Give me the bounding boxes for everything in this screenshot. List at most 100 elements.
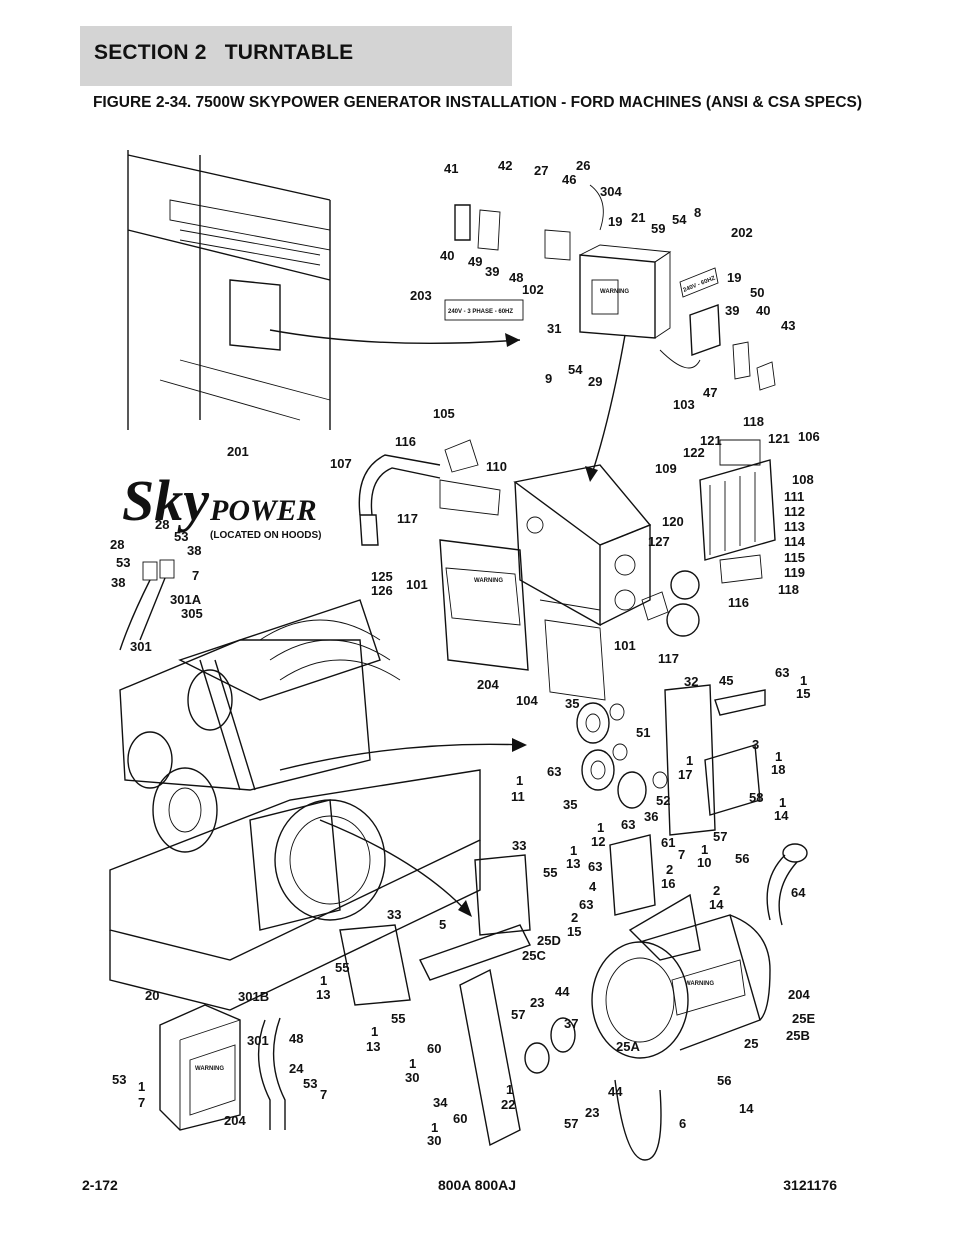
section-banner: SECTION 2 TURNTABLE [80,26,512,86]
callout: 201 [227,444,249,459]
callout: 204 [788,987,810,1002]
callout: 7 [138,1095,145,1110]
callout: 8 [694,205,701,220]
callout: 2 [666,862,673,877]
callout: 13 [316,987,330,1002]
callout: 60 [427,1041,441,1056]
callout: 44 [608,1084,623,1099]
callout: 3 [752,737,759,752]
callout: 301A [170,592,202,607]
callout: 1 [138,1079,145,1094]
callout: 110 [486,459,507,474]
callout: 17 [678,767,692,782]
callout: 19 [608,214,622,229]
callout: 1 [597,820,604,835]
callout: 13 [566,856,580,871]
callout: 35 [565,696,579,711]
callout: 50 [750,285,764,300]
callout: 39 [725,303,739,318]
callout: 113 [784,519,805,534]
callout: 103 [673,397,695,412]
callout: 41 [444,161,458,176]
callout: 48 [289,1031,303,1046]
callout: 53 [303,1076,317,1091]
callout: 55 [391,1011,405,1026]
figure-title: FIGURE 2-34. 7500W SKYPOWER GENERATOR IN… [92,94,863,111]
callout: 48 [509,270,523,285]
callout: 1 [701,842,708,857]
callout: 30 [427,1133,441,1148]
callout: 117 [658,651,679,666]
callout: 23 [530,995,544,1010]
callout: 46 [562,172,576,187]
callout: 63 [588,859,602,874]
callout: 108 [792,472,814,487]
callout: 45 [719,673,733,688]
callout: 60 [453,1111,467,1126]
callout: 104 [516,693,538,708]
callout: 119 [784,565,805,580]
decal-hz-text: 240V - 60HZ [683,275,717,293]
callout: 114 [784,534,806,549]
callout: 203 [410,288,432,303]
callout: 63 [547,764,561,779]
callout: 127 [648,534,670,549]
callout: 20 [145,988,159,1003]
callout: 6 [679,1116,686,1131]
callout: 43 [781,318,795,333]
callout: 1 [431,1120,438,1135]
linework: Sky POWER (LOCATED ON HOODS) [109,150,808,1161]
document-number: 3121176 [783,1177,837,1193]
callout: 7 [320,1087,327,1102]
callout: 51 [636,725,650,740]
callout: 304 [600,184,622,199]
callout: 58 [749,790,763,805]
callout: 1 [570,843,577,858]
callout: 31 [547,321,561,336]
callout: 15 [567,924,581,939]
callout: 4 [589,879,597,894]
callout: 25A [616,1039,640,1054]
logo-note: (LOCATED ON HOODS) [210,530,321,541]
callout: 55 [335,960,349,975]
callout: 54 [672,212,687,227]
callout: 115 [784,550,805,565]
page-number: 2-172 [82,1177,118,1193]
callout: 202 [731,225,753,240]
callout: 49 [468,254,482,269]
callout: 15 [796,686,810,701]
callout: 10 [697,855,711,870]
callout: 125 [371,569,393,584]
callout: 33 [387,907,401,922]
callout: 63 [621,817,635,832]
callout: 22 [501,1097,515,1112]
callout: 1 [779,795,786,810]
callout: 116 [728,595,749,610]
callout: 116 [395,434,416,449]
warning-text-box: WARNING [195,1066,224,1072]
callout: 26 [576,158,590,173]
callout: 14 [739,1101,754,1116]
callout: 101 [614,638,636,653]
callout: 34 [433,1095,448,1110]
callout: 25 [744,1036,758,1051]
warning-text-generator: WARNING [685,981,714,987]
callout: 63 [579,897,593,912]
callout: 7 [678,847,685,862]
decals: 240V - 3 PHASE - 60HZ 240V - 60HZ WARNIN… [195,275,717,1072]
callout: 1 [371,1024,378,1039]
callout: 36 [644,809,658,824]
callout: 61 [661,835,675,850]
callout: 7 [192,568,199,583]
callout: 28 [155,517,169,532]
callout: 27 [534,163,548,178]
callout: 121 [700,433,722,448]
callout: 37 [564,1016,578,1031]
callout: 204 [477,677,499,692]
callout: 1 [686,753,693,768]
callout: 109 [655,461,677,476]
callout: 5 [439,917,446,932]
callout: 2 [571,910,578,925]
callout: 57 [511,1007,525,1022]
